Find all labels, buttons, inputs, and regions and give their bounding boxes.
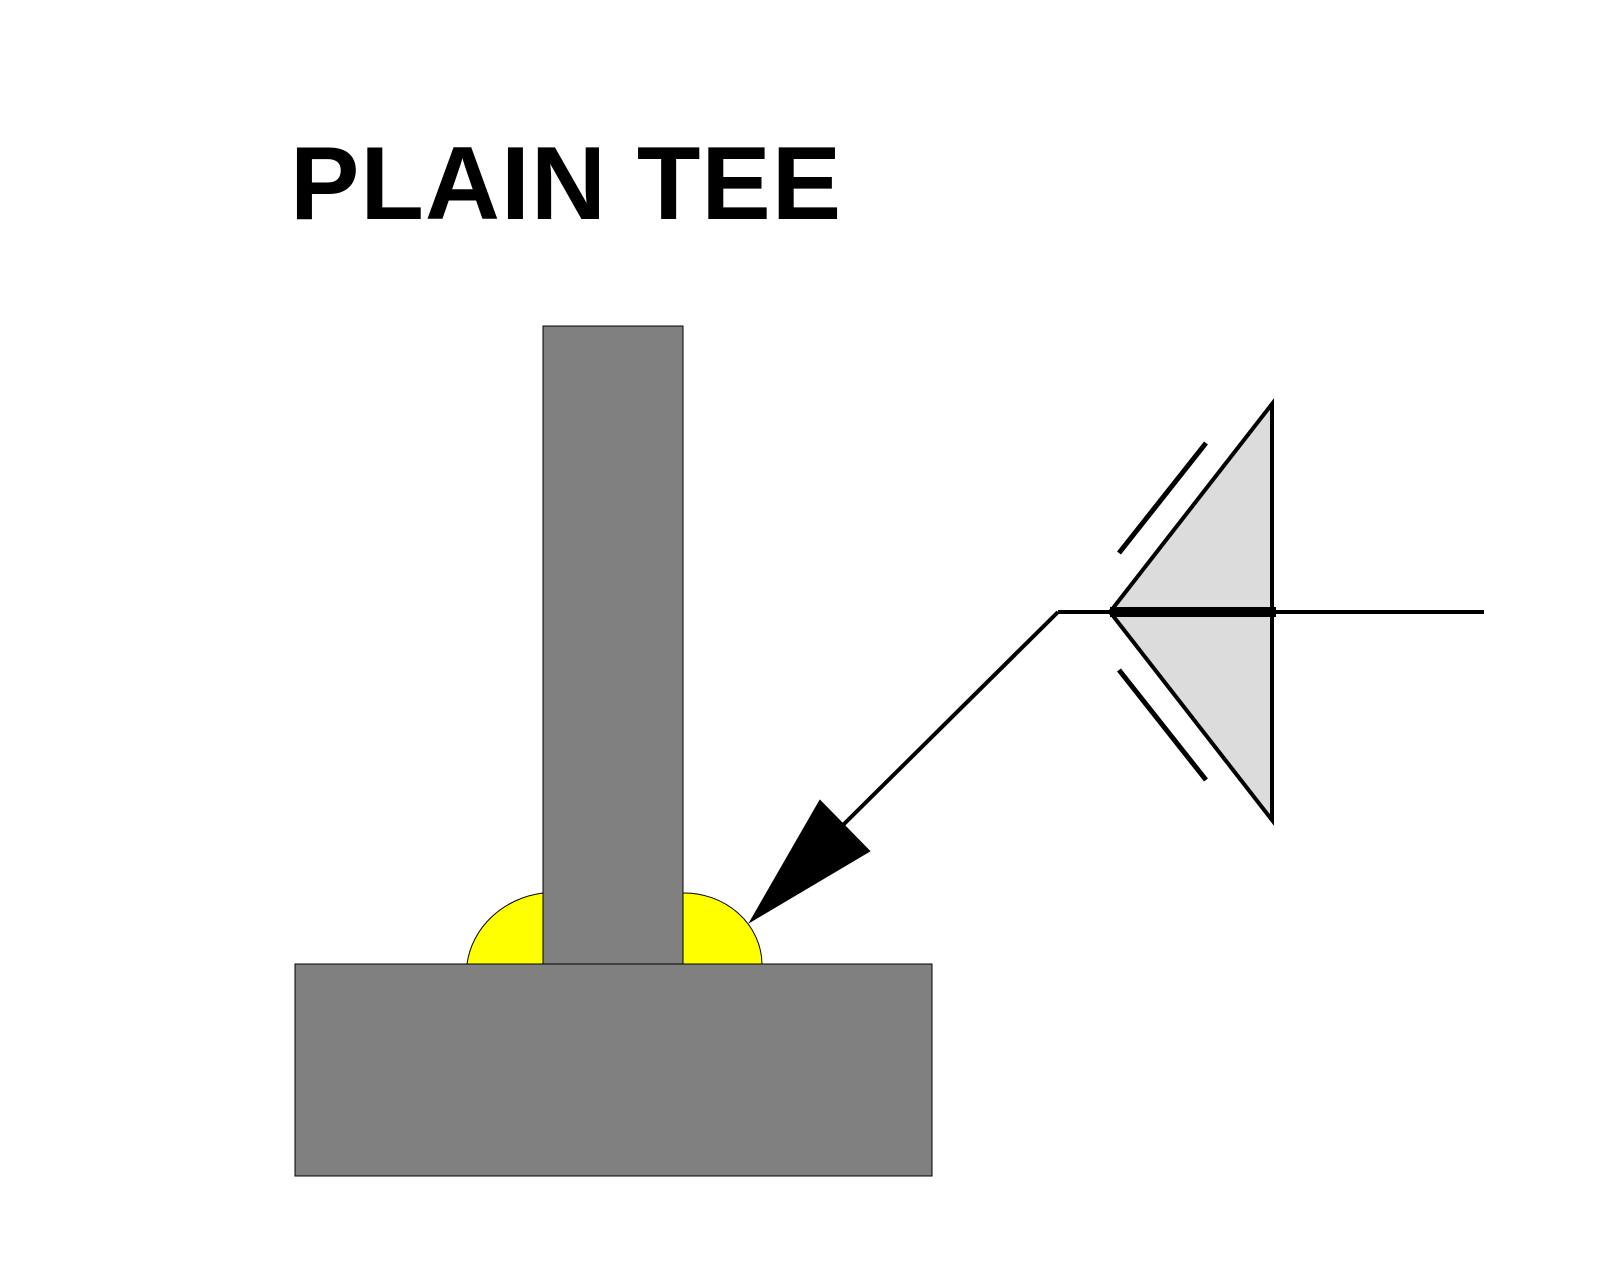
weld-bead-right xyxy=(682,892,763,965)
base-plate xyxy=(294,963,933,1177)
fillet-weld-symbol-lower xyxy=(1105,610,1274,826)
arrowhead xyxy=(748,799,871,924)
leader-line xyxy=(838,610,1060,830)
contour-line-lower xyxy=(1117,668,1208,782)
fillet-weld-symbol-upper xyxy=(1105,398,1274,614)
vertical-plate xyxy=(542,325,684,965)
weld-bead-left xyxy=(466,892,544,965)
contour-line-upper xyxy=(1117,441,1208,555)
diagram-title: PLAIN TEE xyxy=(290,126,843,242)
